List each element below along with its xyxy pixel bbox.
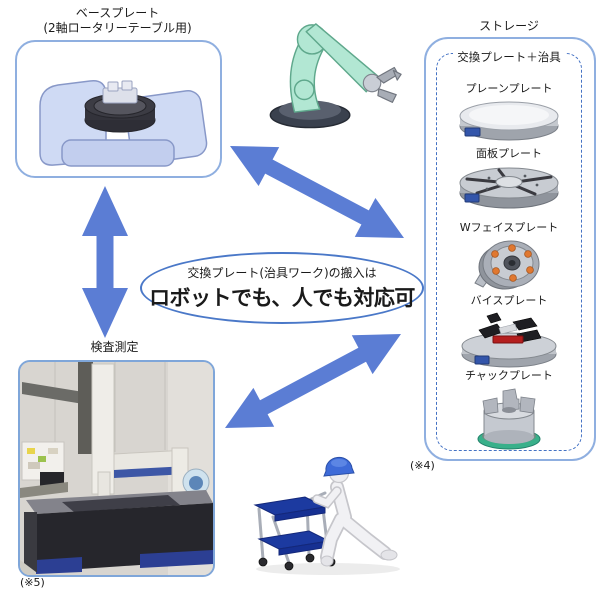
storage-item-chuck-plate: チャックプレート [437, 367, 581, 455]
double-arrow-top-diagonal [230, 146, 404, 238]
storage-item-vise-plate: バイスプレート [437, 292, 581, 374]
storage-footnote: (※4) [410, 459, 435, 472]
robot-arm-illustration [269, 23, 402, 129]
vise-plate-label: バイスプレート [470, 294, 548, 307]
double-arrow-bottom-diagonal [225, 334, 401, 428]
inspection-label: 検査測定 [90, 340, 139, 354]
chuck-plate-image [477, 388, 541, 450]
vise-plate-image [461, 312, 557, 368]
storage-title: ストレージ [479, 19, 539, 33]
base-plate-title: ベースプレート [75, 6, 160, 20]
callout-ellipse: 交換プレート(治具ワーク)の搬入は ロボットでも、人でも対応可 [140, 252, 424, 324]
inspection-footnote: (※5) [20, 576, 45, 589]
face-plate-image [459, 167, 559, 209]
base-plate-subtitle: (2軸ロータリーテーブル用) [43, 21, 192, 35]
storage-subtitle: 交換プレート＋治具 [437, 46, 581, 65]
rotary-table-illustration [39, 80, 208, 167]
storage-inner-panel: 交換プレート＋治具 プレーンプレート 面板プレート [436, 50, 582, 451]
double-arrow-vertical [82, 186, 128, 338]
face-plate-label: 面板プレート [476, 147, 542, 160]
callout-line1: 交換プレート(治具ワーク)の搬入は [187, 266, 377, 280]
storage-panel: 交換プレート＋治具 プレーンプレート 面板プレート [424, 37, 596, 461]
worker-pushing-cart-illustration [253, 456, 400, 575]
storage-item-plain-plate: プレーンプレート [437, 80, 581, 148]
chuck-plate-label: チャックプレート [465, 369, 553, 382]
callout-line2: ロボットでも、人でも対応可 [149, 286, 415, 310]
base-plate-box [15, 40, 222, 178]
storage-item-face-plate: 面板プレート [437, 145, 581, 217]
inspection-photo [18, 360, 215, 577]
w-face-plate-image [474, 240, 540, 290]
base-plate-label: ベースプレート (2軸ロータリーテーブル用) [10, 6, 225, 36]
plain-plate-image [459, 101, 559, 141]
storage-item-w-face-plate: Wフェイスプレート [437, 219, 581, 297]
plain-plate-label: プレーンプレート [465, 82, 553, 95]
w-face-plate-label: Wフェイスプレート [459, 221, 559, 234]
cmm-machine-photo [20, 362, 213, 575]
